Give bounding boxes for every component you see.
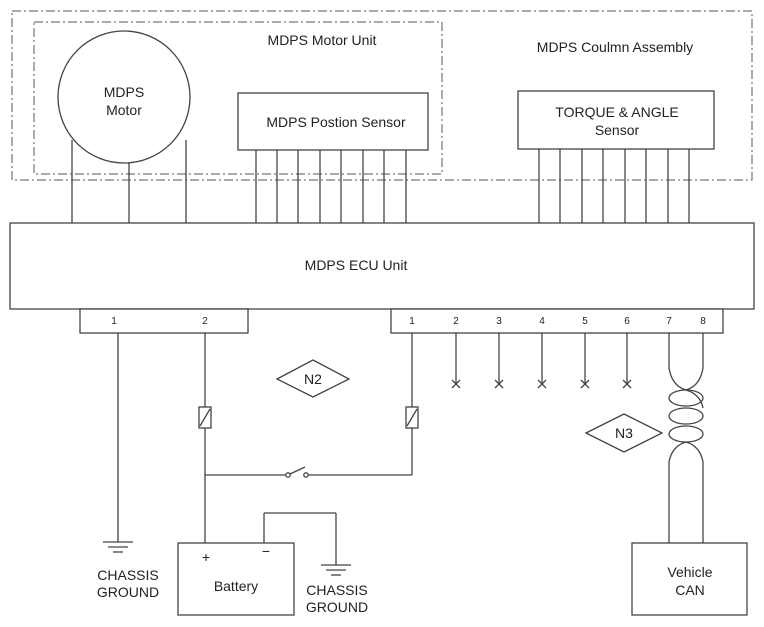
motor-label-line2: Motor	[106, 102, 142, 118]
ground-right-line2: GROUND	[306, 599, 368, 615]
ground-left-line2: GROUND	[97, 584, 159, 600]
battery	[177, 542, 295, 616]
connector-left-pin-2: 2	[202, 316, 208, 327]
fuse-left	[198, 406, 212, 429]
position-sensor-label: MDPS Postion Sensor	[266, 114, 406, 130]
connector-right-pin-2: 2	[453, 316, 459, 327]
unused-pins	[451, 333, 632, 389]
torque-sensor-line1: TORQUE & ANGLE	[555, 104, 678, 120]
motor-unit-outline	[33, 21, 443, 175]
battery-plus: +	[202, 549, 210, 565]
note-n3-marker	[584, 413, 664, 453]
torque-sensor-wires	[538, 149, 690, 223]
connector-right-pin-6: 6	[624, 316, 630, 327]
ground-symbol-right	[321, 564, 351, 576]
wire-battery-negative	[263, 512, 337, 565]
connector-right-pin-3: 3	[496, 316, 502, 327]
connector-right-pin-5: 5	[582, 316, 588, 327]
position-sensor	[237, 92, 429, 151]
motor-wires	[71, 140, 187, 223]
column-assembly-outline	[11, 10, 753, 181]
torque-sensor-line2: Sensor	[595, 122, 640, 138]
can-twisted-pair	[668, 333, 704, 543]
note-n2-marker	[275, 359, 351, 398]
vehicle-can	[631, 542, 748, 616]
connector-right-pin-8: 8	[700, 316, 706, 327]
connector-right	[390, 308, 724, 334]
column-assembly-label: MDPS Coulmn Assembly	[537, 39, 693, 55]
battery-label: Battery	[214, 578, 258, 594]
vehicle-can-line2: CAN	[675, 582, 705, 598]
connector-right-pin-4: 4	[539, 316, 545, 327]
mdps-motor	[57, 30, 191, 164]
torque-angle-sensor	[517, 90, 715, 150]
ecu-unit	[9, 222, 755, 310]
ground-right-line1: CHASSIS	[306, 582, 367, 598]
note-n2-label: N2	[304, 371, 322, 387]
motor-unit-label: MDPS Motor Unit	[268, 32, 377, 48]
fuse-right	[405, 406, 419, 429]
position-sensor-wires	[255, 150, 407, 223]
ignition-switch	[205, 466, 412, 478]
note-n3-label: N3	[615, 425, 633, 441]
connector-right-pin-1: 1	[409, 316, 415, 327]
motor-label-line1: MDPS	[104, 84, 144, 100]
ground-left-line1: CHASSIS	[97, 567, 158, 583]
connector-left	[79, 308, 249, 334]
connector-left-pin-1: 1	[111, 316, 117, 327]
connector-right-pin-7: 7	[666, 316, 672, 327]
ground-symbol-left	[103, 541, 133, 553]
ecu-label: MDPS ECU Unit	[305, 257, 408, 273]
vehicle-can-line1: Vehicle	[667, 564, 712, 580]
battery-minus: −	[262, 543, 270, 559]
